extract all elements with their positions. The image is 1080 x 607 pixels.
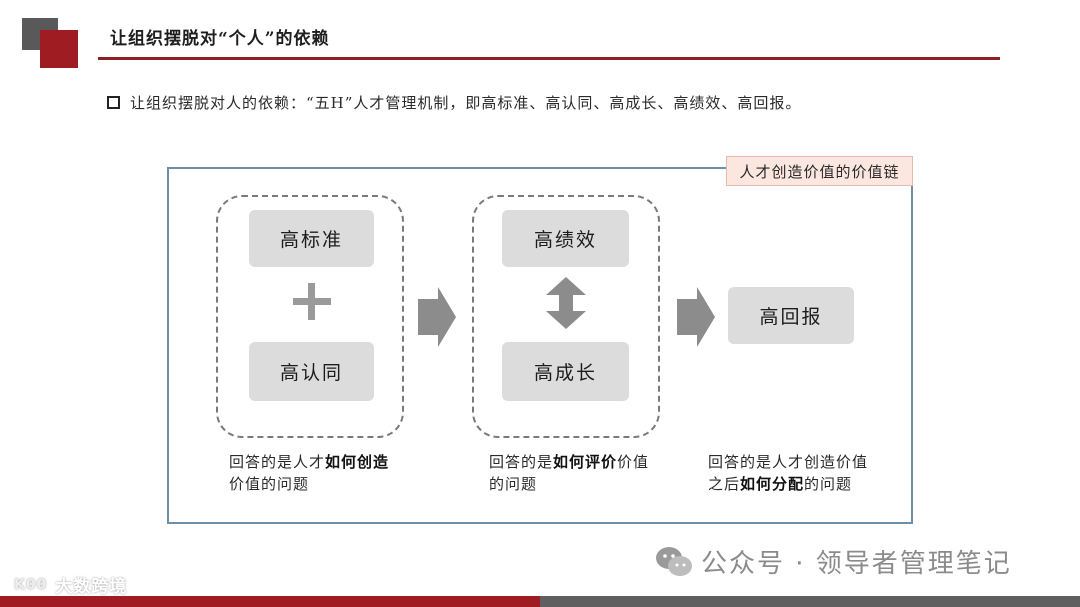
footer-bar-gray [540,596,1080,607]
note-text: 之后 [708,475,741,493]
footer-bar-red [0,596,540,607]
title-divider [98,57,1000,60]
right-arrow-icon [677,287,715,347]
bottom-watermark: K00 大数跨境 [14,572,128,598]
header-decoration-red-square [40,30,78,68]
note-text: 的问题 [489,475,538,493]
wechat-watermark: 公众号 · 领导者管理笔记 [655,543,1012,580]
square-bullet-icon [107,96,120,109]
page-title: 让组织摆脱对“个人”的依赖 [110,29,330,49]
note-text: 回答的是人才 [229,453,326,471]
note-emphasis: 如何评价 [553,453,618,471]
note-value-creation: 回答的是人才如何创造 价值的问题 [229,451,389,495]
plus-icon-vertical [308,283,315,320]
note-value-distribution: 回答的是人才创造价值 之后如何分配的问题 [708,451,868,495]
bullet-text: 让组织摆脱对人的依赖：“五H”人才管理机制，即高标准、高认同、高成长、高绩效、高… [130,94,802,112]
box-high-return: 高回报 [728,287,854,344]
wechat-watermark-text: 公众号 · 领导者管理笔记 [701,549,1012,579]
note-text: 价值 [617,453,650,471]
bottom-watermark-logo: K00 [14,576,48,593]
right-arrow-icon [418,287,456,347]
note-emphasis: 如何分配 [740,475,805,493]
group-value-creation [216,195,404,438]
bullet-point: 让组织摆脱对人的依赖：“五H”人才管理机制，即高标准、高认同、高成长、高绩效、高… [107,92,801,113]
note-text: 的问题 [804,475,853,493]
value-chain-label: 人才创造价值的价值链 [726,156,913,186]
note-text: 回答的是人才创造价值 [708,453,869,471]
box-high-growth: 高成长 [502,342,629,401]
note-value-evaluation: 回答的是如何评价价值 的问题 [489,451,649,495]
box-high-standard: 高标准 [249,210,374,267]
bottom-watermark-text: 大数跨境 [55,577,128,597]
value-chain-frame [167,167,913,524]
note-text: 回答的是 [489,453,554,471]
group-value-evaluation [472,195,660,438]
note-emphasis: 如何创造 [325,453,390,471]
double-arrow-icon [546,277,586,329]
box-high-recognition: 高认同 [249,342,374,401]
box-high-performance: 高绩效 [502,210,629,267]
wechat-icon [656,546,692,576]
note-text: 价值的问题 [229,475,310,493]
